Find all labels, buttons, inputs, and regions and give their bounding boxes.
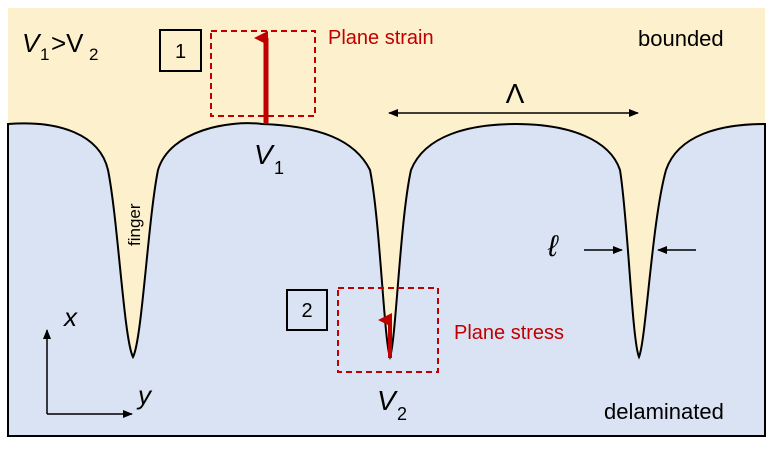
v1-letter: V	[254, 139, 275, 170]
ratio-v1-subscript: 1	[40, 45, 49, 64]
ratio-gt-v: >V	[51, 28, 84, 58]
plane-stress-region	[337, 287, 439, 373]
v2-letter: V	[377, 385, 398, 416]
finger-label: finger	[125, 203, 144, 246]
ratio-v2-subscript: 2	[89, 45, 98, 64]
box-2-frame	[286, 289, 328, 331]
v1-subscript: 1	[274, 158, 284, 178]
delaminated-label: delaminated	[604, 399, 724, 424]
plane-strain-label: Plane strain	[328, 27, 434, 49]
ratio-v1-letter: V	[22, 28, 42, 58]
plane-stress-label: Plane stress	[454, 322, 564, 344]
x-axis-label: x	[62, 302, 78, 332]
bounded-label: bounded	[638, 26, 724, 51]
box-1-label: 1	[175, 41, 186, 63]
lambda-label: Λ	[506, 78, 525, 109]
box-1-frame	[159, 29, 202, 72]
v2-subscript: 2	[397, 404, 407, 424]
box-2-label: 2	[301, 300, 312, 322]
y-axis-label: y	[136, 380, 153, 410]
ell-label: ℓ	[547, 230, 559, 263]
